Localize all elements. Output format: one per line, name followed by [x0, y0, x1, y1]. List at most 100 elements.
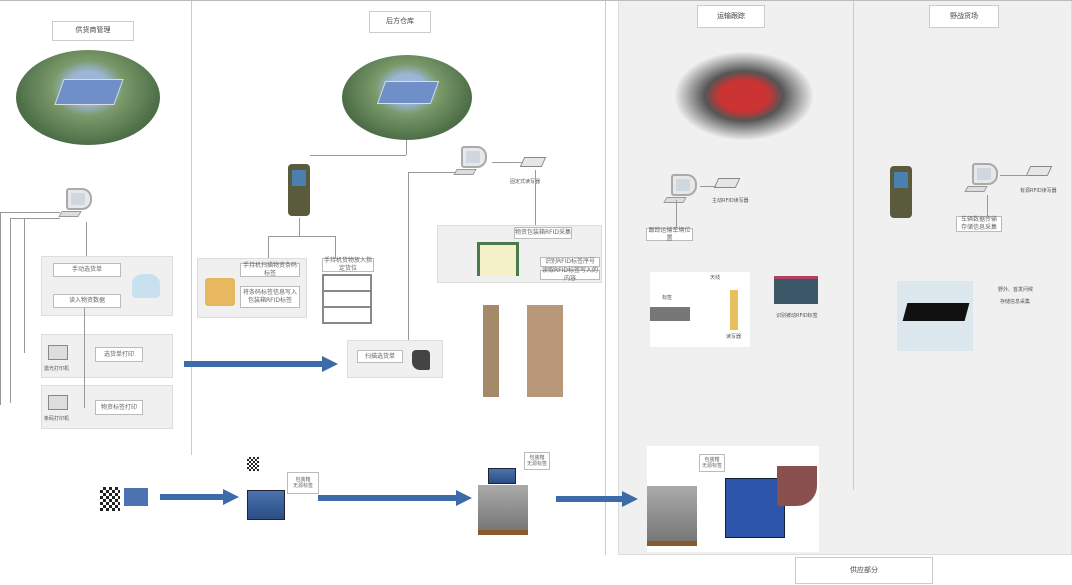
reader-label: 读写器	[726, 334, 742, 340]
field-reader-label: 有源RFID读写器	[1020, 188, 1057, 194]
scan-barcode-box: 手持机扫描物资条码标签	[240, 262, 300, 277]
tag-text: 无源标签	[292, 483, 313, 489]
rfid-reader-device-image	[897, 281, 973, 351]
manual-select-box: 手动选货单	[53, 263, 121, 277]
laser-printer-icon	[48, 345, 68, 360]
rfid-portal-image	[483, 305, 563, 397]
section-title-supplier: 供货商管理	[52, 21, 134, 41]
computer-icon	[964, 163, 1002, 193]
active-reader-icon	[1025, 166, 1053, 176]
packer-icon	[205, 278, 235, 306]
section-title-rear-warehouse: 后方仓库	[369, 11, 431, 33]
write-rfid-box: 将条码标签信息写入包装箱RFID标签	[240, 286, 300, 308]
connector-line	[335, 236, 336, 258]
connector-line	[299, 218, 300, 236]
print-order-box: 选货单打印	[95, 347, 143, 362]
laser-printer-label: 激光打印机	[44, 366, 70, 372]
connector-line	[10, 218, 11, 403]
connector-line	[987, 195, 988, 217]
connector-line	[0, 212, 60, 213]
box-text: 包装箱	[704, 456, 720, 463]
field-collect-text: 存储信息采集	[960, 224, 997, 231]
handheld-terminal-icon	[890, 166, 912, 218]
column-divider	[605, 0, 606, 555]
flow-arrow	[318, 490, 472, 506]
train-image	[675, 52, 813, 140]
connector-line	[268, 236, 269, 258]
connector-line	[406, 140, 407, 155]
connector-line	[535, 170, 536, 226]
flow-arrow	[556, 491, 638, 507]
connector-line	[408, 172, 409, 340]
tag-callout: 包装箱无源标签	[287, 472, 319, 494]
connector-line	[408, 172, 456, 173]
handheld-terminal-icon	[288, 164, 310, 216]
package-box-image	[247, 490, 285, 520]
barcode-printer-icon	[48, 395, 68, 410]
column-divider	[853, 0, 854, 490]
connector-line	[700, 186, 716, 187]
tag-label: 标签	[662, 295, 673, 301]
fixed-reader-label: 固定式读写器	[510, 179, 541, 185]
container-shape	[725, 478, 785, 538]
field-data-box: 车辆数据传输存储信息采集	[956, 216, 1002, 232]
connector-line	[676, 200, 677, 228]
rfid-gate-icon	[477, 242, 519, 276]
column-divider	[191, 0, 192, 455]
factory-image	[16, 50, 160, 145]
box-text: 包装箱	[529, 454, 545, 461]
fixed-reader-icon	[519, 157, 547, 167]
tag-text: 无源标签	[526, 461, 547, 467]
qr-code-icon	[247, 457, 259, 471]
truck-shape	[650, 307, 690, 321]
box-text: 包装箱	[295, 476, 311, 483]
computer-icon	[453, 146, 491, 176]
connector-line	[10, 218, 60, 219]
flow-arrow	[184, 356, 338, 372]
connector-line	[1000, 175, 1028, 176]
shelf-label: 手持机货物放入指定货位	[322, 257, 374, 272]
reader-post	[730, 290, 738, 330]
connector-line	[24, 218, 25, 353]
print-label-box: 物资标签打印	[95, 400, 143, 415]
barcode-scanner-icon	[412, 350, 430, 370]
pallet-image	[478, 485, 528, 535]
reader-photo	[774, 276, 818, 304]
identify-box: 识别RFID标签序号	[540, 257, 600, 267]
read-data-box: 读入物资数据	[53, 294, 121, 308]
read-content-box: 读取RFID标签写入的内容	[540, 267, 600, 282]
flow-arrow	[160, 489, 239, 505]
field-note-1: 野外、首发问候	[998, 287, 1034, 293]
package-box-image	[488, 468, 516, 484]
section-title-transport: 运输跟踪	[697, 5, 765, 28]
qr-code-icon	[100, 487, 120, 511]
connector-line	[310, 155, 406, 156]
ship-shape	[777, 466, 817, 506]
rfid-road-diagram: 标签 天线 读写器	[649, 271, 751, 348]
tag-callout: 包装箱无源标签	[524, 452, 550, 470]
tag-callout: 包装箱无源标签	[699, 454, 725, 472]
pallet-image	[647, 486, 697, 546]
field-note-2: 存储信息采集	[1000, 299, 1031, 305]
field-data-text: 车辆数据传输	[960, 216, 997, 224]
box-icon	[124, 488, 148, 506]
collect-box: 物资包装箱RFID采集	[514, 227, 572, 239]
connector-line	[268, 236, 336, 237]
barcode-printer-label: 条码打印机	[44, 416, 70, 422]
warehouse-image	[342, 55, 472, 140]
computer-icon	[663, 174, 701, 204]
operator-icon	[132, 274, 160, 298]
section-title-bottom: 供应部分	[795, 557, 933, 584]
top-border	[0, 0, 1072, 1]
connector-line	[492, 162, 522, 163]
computer-icon	[58, 188, 96, 218]
passive-label: 识别被动RFID标签	[776, 313, 818, 319]
antenna-label: 天线	[710, 275, 721, 281]
section-title-field-yard: 野战货场	[929, 5, 999, 28]
container-ship-image: 包装箱无源标签	[647, 446, 819, 552]
connector-line	[84, 308, 85, 408]
connector-line	[0, 212, 1, 405]
active-reader-label: 主动RFID读写器	[712, 198, 749, 204]
track-box: 跟踪运输车辆位置	[646, 227, 693, 242]
tag-text: 无源标签	[701, 463, 722, 469]
